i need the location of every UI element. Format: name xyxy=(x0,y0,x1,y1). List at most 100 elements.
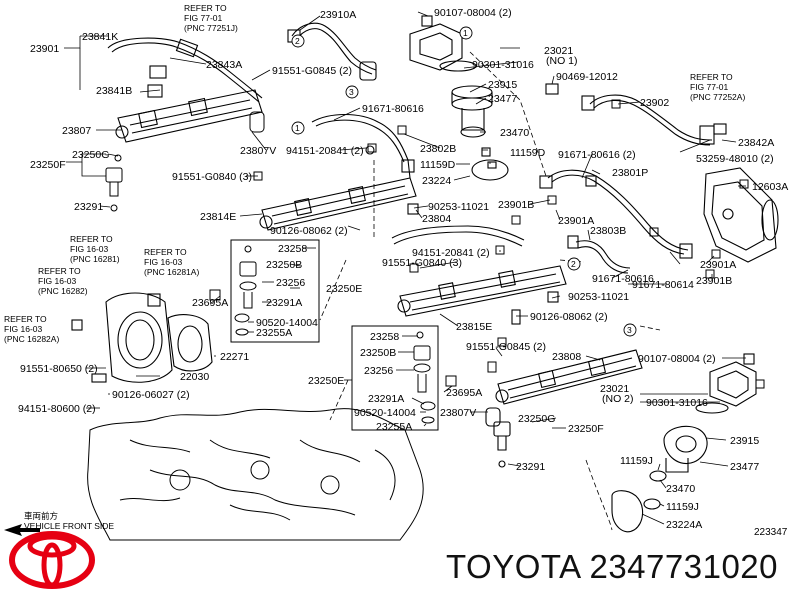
callout-23470-b: 23470 xyxy=(666,483,695,495)
injector-23250f-upper xyxy=(105,154,123,212)
callout-23250f-b: 23250F xyxy=(568,423,604,435)
callout-23802b: 23802B xyxy=(420,143,456,155)
fuel-pipe-23801p xyxy=(539,169,693,259)
injector-kit-box-upper xyxy=(209,239,320,343)
marker-number: 1 xyxy=(295,123,300,133)
callout-23815e: 23815E xyxy=(456,321,492,333)
callout-90107-08004-b: 90107-08004 (2) xyxy=(638,353,716,365)
fuel-rail-23808 xyxy=(485,349,643,468)
marker-1-top: 1 xyxy=(459,26,473,40)
callout-90126-08062-b: 90126-08062 (2) xyxy=(530,311,608,323)
callout-90253-11021: 90253-11021 xyxy=(428,201,489,213)
callout-23224a: 23224A xyxy=(666,519,702,531)
callout-23901b-b: 23901B xyxy=(696,275,732,287)
callout-23258-b: 23258 xyxy=(370,331,399,343)
callout-90520-14004-a: 90520-14004 xyxy=(256,317,318,329)
callout-91671-80614: 91671-80614 xyxy=(632,279,694,291)
figure-id: 223347 xyxy=(754,527,788,538)
ref-line: (PNC 16282) xyxy=(38,286,88,296)
fuel-rail-23815e xyxy=(397,265,567,325)
refer-to-notes: REFER TO FIG 77-01 (PNC 77251J) REFER TO… xyxy=(4,3,745,344)
ref-line: (PNC 77251J) xyxy=(184,23,238,33)
brand-part-number: TOYOTA 2347731020 xyxy=(446,548,779,585)
callout-23695a-b: 23695A xyxy=(446,387,482,399)
callout-90301-31016: 90301-31016 xyxy=(472,59,534,71)
callout-23250g: 23250G xyxy=(72,149,109,161)
callout-91671-80616: 91671-80616 xyxy=(362,103,424,115)
callout-23291-b: 23291 xyxy=(516,461,545,473)
callout-90469-12012: 90469-12012 xyxy=(556,71,618,83)
engine-block-outline xyxy=(87,408,424,541)
callout-23255a-a: 23255A xyxy=(256,327,292,339)
ref-line: REFER TO xyxy=(4,314,47,324)
callout-91551-g0845: 91551-G0845 (2) xyxy=(272,65,352,77)
ref-line: FIG 16-03 xyxy=(38,276,77,286)
callout-23915: 23915 xyxy=(488,79,517,91)
callout-23250g-b: 23250G xyxy=(518,413,555,425)
refer-note-77252a: REFER TO FIG 77-01 (PNC 77252A) xyxy=(690,72,745,102)
callout-12603a: 12603A xyxy=(752,181,788,193)
marker-number: 2 xyxy=(295,36,300,46)
ref-line: FIG 77-01 xyxy=(690,82,729,92)
refer-note-16282: REFER TO FIG 16-03 (PNC 16282) xyxy=(38,266,88,296)
callout-90253-11021-b: 90253-11021 xyxy=(568,291,629,303)
ref-line: REFER TO xyxy=(144,247,187,257)
callout-23250e-a: 23250E xyxy=(326,283,362,295)
callout-90520-14004-b: 90520-14004 xyxy=(354,407,416,419)
callout-23842a: 23842A xyxy=(738,137,774,149)
callout-23902: 23902 xyxy=(640,97,669,109)
callout-94151-80600: 94151-80600 (2) xyxy=(18,403,96,415)
ref-line: (PNC 16281) xyxy=(70,254,120,264)
callout-23224: 23224 xyxy=(422,175,451,187)
callout-23803b: 23803B xyxy=(590,225,626,237)
callout-no2: (NO 2) xyxy=(602,393,634,405)
callout-23021-no2: 23021 xyxy=(600,383,629,395)
fuel-rail-upper xyxy=(115,89,263,143)
callout-23807v: 23807V xyxy=(240,145,276,157)
pipe-23803b xyxy=(567,235,631,274)
gasket-22271 xyxy=(167,314,213,372)
callout-11159j-b: 11159J xyxy=(666,501,699,513)
callout-90126-08062: 90126-08062 (2) xyxy=(270,225,348,237)
callout-91551-g0840: 91551-G0840 (3) xyxy=(172,171,252,183)
callout-11159d-a: 11159D xyxy=(510,147,546,159)
throttle-body-22030 xyxy=(71,292,173,383)
callout-91671-80616-2: 91671-80616 (2) xyxy=(558,149,636,161)
callout-23841b: 23841B xyxy=(96,85,132,97)
callout-23258-a: 23258 xyxy=(278,243,307,255)
ref-line: REFER TO xyxy=(38,266,81,276)
callout-23807: 23807 xyxy=(62,125,91,137)
callout-23901a: 23901A xyxy=(558,215,594,227)
refer-note-16281: REFER TO FIG 16-03 (PNC 16281) xyxy=(70,234,120,264)
callout-23843a: 23843A xyxy=(206,59,242,71)
callout-11159d-b: 11159D xyxy=(420,159,456,171)
ref-line: FIG 16-03 xyxy=(4,324,43,334)
callout-22030: 22030 xyxy=(180,371,209,383)
callout-53259-48010: 53259-48010 (2) xyxy=(696,153,774,165)
front-side-en: VEHICLE FRONT SIDE xyxy=(24,521,115,531)
callout-23477-b: 23477 xyxy=(730,461,759,473)
callout-11159j-a: 11159J xyxy=(620,455,653,467)
callout-23915-b: 23915 xyxy=(730,435,759,447)
marker-number: 1 xyxy=(463,28,468,38)
marker-number: 2 xyxy=(571,259,576,269)
ref-line: (PNC 16282A) xyxy=(4,334,59,344)
callout-23291a-a: 23291A xyxy=(266,297,302,309)
front-side-jp: 車両前方 xyxy=(24,511,59,521)
marker-1-mid: 1 xyxy=(291,121,305,135)
part-number-callouts: 23841K 23901 23843A 23841B 23807 23250G … xyxy=(18,7,788,531)
callout-23470: 23470 xyxy=(500,127,529,139)
callout-23910a: 23910A xyxy=(320,9,356,21)
refer-note-16281a: REFER TO FIG 16-03 (PNC 16281A) xyxy=(144,247,199,277)
callout-91551-g0840-b: 91551-G0840 (3) xyxy=(382,257,462,269)
fasteners xyxy=(253,99,765,389)
leader-lines xyxy=(64,11,746,525)
callout-91551-80650: 91551-80650 (2) xyxy=(20,363,98,375)
vehicle-front-side-label: 車両前方 VEHICLE FRONT SIDE xyxy=(24,511,114,531)
callout-23801p: 23801P xyxy=(612,167,648,179)
callout-90107-08004: 90107-08004 (2) xyxy=(434,7,512,19)
callout-23021-no1: 23021 xyxy=(544,45,573,57)
arrow-left-icon xyxy=(4,524,40,536)
